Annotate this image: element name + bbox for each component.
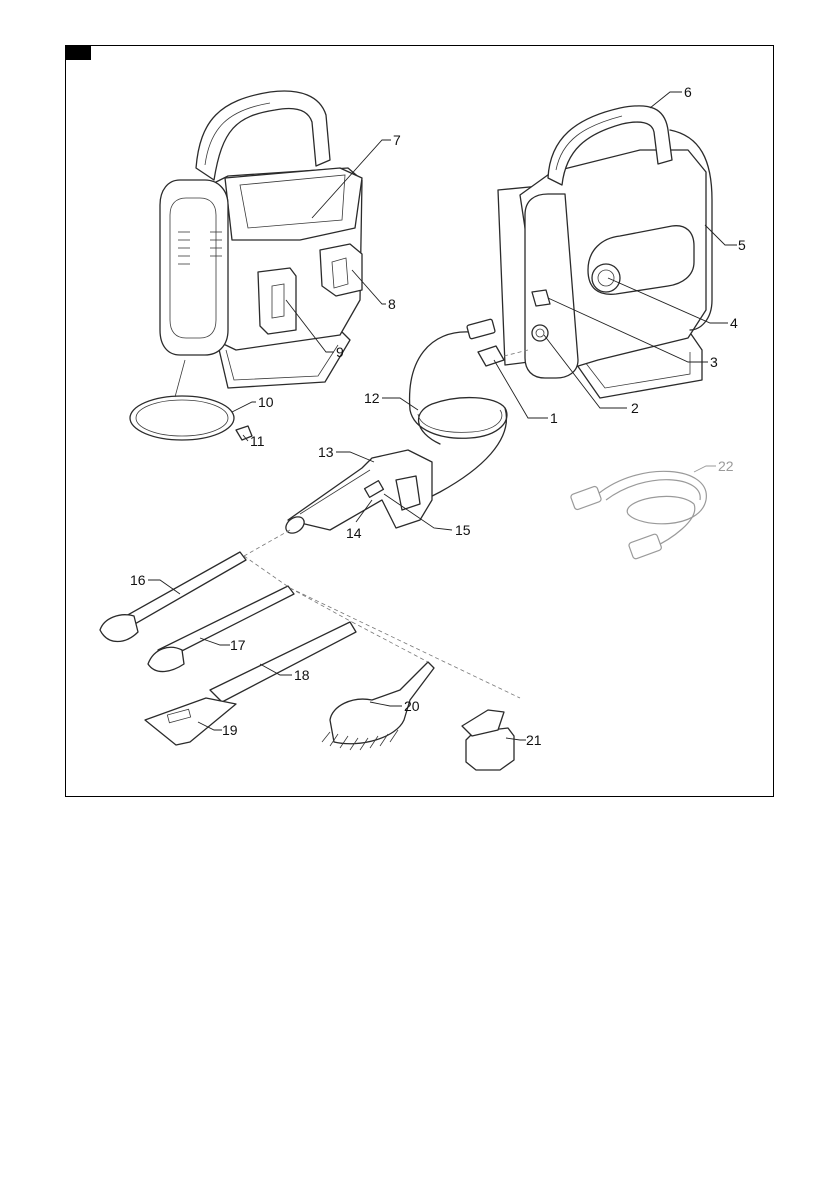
callout-5: 5 (738, 237, 746, 253)
optional-extension-hose (570, 471, 706, 559)
callout-21: 21 (526, 732, 542, 748)
callout-8: 8 (388, 296, 396, 312)
callout-19: 19 (222, 722, 238, 738)
callout-14: 14 (346, 525, 362, 541)
callout-16: 16 (130, 572, 146, 588)
callout-3: 3 (710, 354, 718, 370)
callout-9: 9 (336, 344, 344, 360)
callout-2: 2 (631, 400, 639, 416)
callout-10: 10 (258, 394, 274, 410)
callout-13: 13 (318, 444, 334, 460)
callout-6: 6 (684, 84, 692, 100)
callout-20: 20 (404, 698, 420, 714)
callout-17: 17 (230, 637, 246, 653)
trigger-gun (283, 450, 432, 536)
foam-nozzle (462, 710, 514, 770)
pressure-washer-rear-view (130, 91, 362, 440)
callout-22: 22 (718, 458, 734, 474)
assembly-guide-lines (244, 530, 520, 698)
callout-7: 7 (393, 132, 401, 148)
callout-15: 15 (455, 522, 471, 538)
callout-4: 4 (730, 315, 738, 331)
callout-1: 1 (550, 410, 558, 426)
callout-12: 12 (364, 390, 380, 406)
callout-11: 11 (250, 433, 265, 449)
pressure-washer-front-view (478, 106, 712, 398)
callout-18: 18 (294, 667, 310, 683)
